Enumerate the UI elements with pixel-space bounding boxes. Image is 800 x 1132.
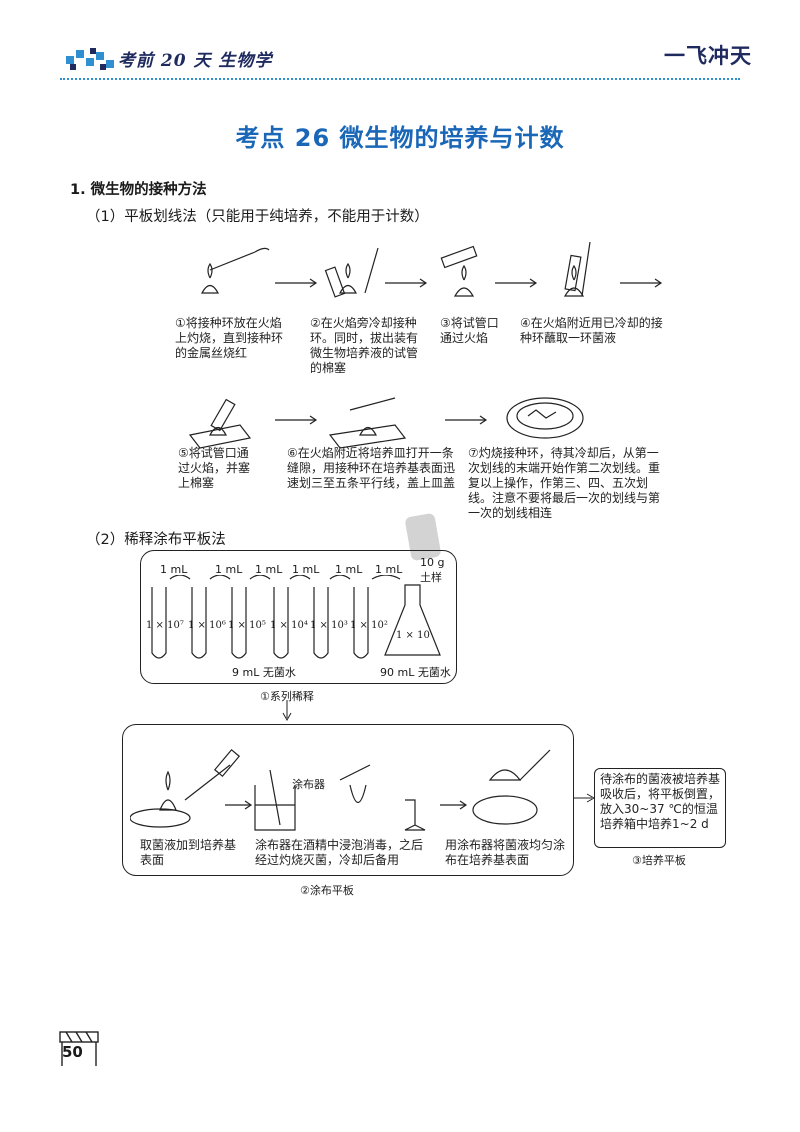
subsection-streak: （1）平板划线法（只能用于纯培养，不能用于计数） — [86, 209, 429, 225]
tube-1: 1 × 10⁷ — [146, 620, 184, 631]
spread-step-b: 涂布器在酒精中浸泡消毒，之后经过灼烧灭菌，冷却后备用 — [255, 838, 424, 867]
header-divider — [60, 78, 740, 80]
tube-4: 1 × 10⁴ — [270, 620, 308, 631]
tube-3: 1 × 10⁵ — [228, 620, 266, 631]
tube-6: 1 × 10² — [350, 620, 388, 631]
tube-2: 1 × 10⁶ — [188, 620, 226, 631]
spread-step-c: 用涂布器将菌液均匀涂布在培养基表面 — [445, 838, 566, 867]
streak-step-3: ③将试管口通过火焰 — [440, 316, 499, 345]
spreader-label: 涂布器 — [292, 778, 325, 791]
page-title: 考点 26 微生物的培养与计数 — [235, 124, 565, 152]
transfer-label-3: 1 mL — [255, 563, 283, 576]
transfer-label-4: 1 mL — [292, 563, 320, 576]
dilution-panel — [140, 550, 457, 684]
streak-step-2: ②在火焰旁冷却接种环。同时，拔出装有微生物培养液的试管的棉塞 — [310, 316, 419, 375]
streak-step-5: ⑤将试管口通过火焰，并塞上棉塞 — [178, 446, 251, 490]
sample-mass: 10 g — [420, 556, 445, 569]
subsection-spread: （2）稀释涂布平板法 — [86, 532, 226, 548]
spread-illustration — [130, 748, 551, 831]
transfer-label-6: 1 mL — [375, 563, 403, 576]
transfer-label-1: 1 mL — [160, 563, 188, 576]
flask-water: 90 mL 无菌水 — [380, 666, 451, 679]
spread-panel — [122, 724, 574, 876]
streak-step-6: ⑥在火焰附近将培养皿打开一条缝隙，用接种环在培养基表面迅速划三至五条平行线，盖上… — [287, 446, 456, 490]
spread-caption: ②涂布平板 — [300, 884, 354, 897]
culture-panel — [594, 768, 726, 848]
down-arrow-icon — [282, 700, 292, 722]
header-brand: 一飞冲天 — [664, 44, 752, 68]
alcohol-lamp-icon — [200, 284, 220, 294]
sample-label: 土样 — [420, 571, 442, 584]
right-arrow-icon — [574, 793, 596, 803]
transfer-label-2: 1 mL — [215, 563, 243, 576]
streak-step-illustrations — [200, 241, 663, 298]
spread-step-a: 取菌液加到培养基表面 — [140, 838, 237, 867]
tube-water: 9 mL 无菌水 — [232, 666, 296, 679]
header-series: 考前 20 天 生物学 — [118, 51, 273, 71]
tube-5: 1 × 10³ — [310, 620, 348, 631]
streak-step-1: ①将接种环放在火焰上灼烧，直到接种环的金属丝烧红 — [175, 316, 284, 360]
flask-label: 1 × 10 — [396, 630, 430, 641]
page-number-badge-icon — [59, 1031, 99, 1066]
transfer-label-5: 1 mL — [335, 563, 363, 576]
dilution-tubes-icon — [151, 575, 441, 659]
streak-step-4: ④在火焰附近用已冷却的接种环蘸取一环菌液 — [520, 316, 663, 345]
header-logo-icon — [66, 46, 114, 72]
dilution-caption: ①系列稀释 — [260, 690, 314, 703]
culture-text: 待涂布的菌液被培养基吸收后，将平板倒置，放入30~37 ℃的恒温培养箱中培养1~… — [600, 772, 721, 831]
page-number: 50 — [62, 1043, 83, 1061]
streak-step-illustrations-2 — [188, 397, 584, 449]
streak-step-7: ⑦灼烧接种环，待其冷却后，从第一次划线的末端开始作第二次划线。重复以上操作，作第… — [468, 446, 661, 520]
culture-caption: ③培养平板 — [632, 854, 686, 867]
section-heading: 1. 微生物的接种方法 — [70, 182, 207, 198]
